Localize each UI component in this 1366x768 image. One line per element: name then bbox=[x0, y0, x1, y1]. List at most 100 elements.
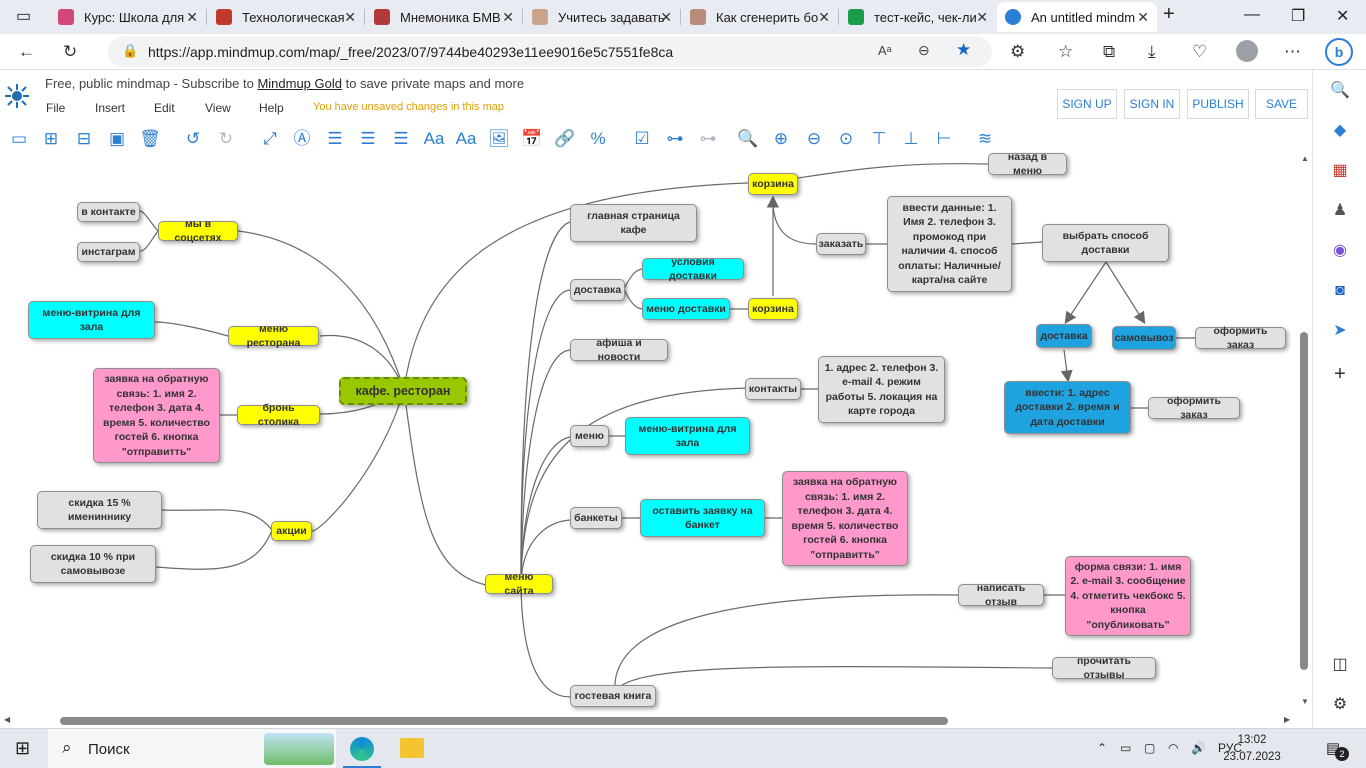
sign-in-button[interactable]: SIGN IN bbox=[1124, 89, 1180, 119]
node-skidka-15[interactable]: скидка 15 % имениннику bbox=[37, 491, 162, 529]
add-sibling-icon[interactable]: ⊟ bbox=[76, 129, 92, 148]
sidebar-search-icon[interactable]: 🔍 bbox=[1330, 82, 1350, 99]
sidebar-office-icon[interactable]: ◉ bbox=[1333, 242, 1347, 259]
scroll-left-icon[interactable]: ◀ bbox=[4, 715, 11, 724]
progress-icon[interactable]: % bbox=[590, 129, 606, 148]
sidebar-tools-icon[interactable]: ▦ bbox=[1332, 162, 1348, 179]
node-afisha[interactable]: афиша и новости bbox=[570, 337, 668, 363]
new-tab-icon[interactable]: + bbox=[1163, 3, 1175, 25]
collapse-icon[interactable]: ≋ bbox=[977, 129, 993, 148]
disabled-tree-icon[interactable]: ⊶ bbox=[699, 129, 717, 148]
close-icon[interactable]: ✕ bbox=[186, 9, 198, 25]
close-icon[interactable]: ✕ bbox=[502, 9, 514, 25]
search-icon[interactable]: 🔍 bbox=[737, 129, 759, 148]
node-vvesti-dannye[interactable]: ввести данные: 1. Имя 2. телефон 3. пром… bbox=[887, 196, 1012, 292]
redo-icon[interactable]: ↻ bbox=[218, 129, 234, 148]
taskbar-search[interactable]: ⌕ Поиск bbox=[48, 729, 336, 768]
horizontal-scrollbar[interactable]: ◀ ▶ bbox=[0, 712, 1298, 728]
minimize-icon[interactable]: — bbox=[1244, 6, 1260, 23]
browser-tab[interactable]: тест-кейс, чек-ли ✕ bbox=[840, 2, 996, 32]
checklist-icon[interactable]: ☑ bbox=[634, 129, 650, 148]
favorites-icon[interactable]: ☆ bbox=[1058, 42, 1074, 61]
menu-file[interactable]: File bbox=[46, 101, 66, 115]
node-menu-restorana[interactable]: меню ресторана bbox=[228, 323, 319, 349]
horizontal-scroll-thumb[interactable] bbox=[60, 717, 948, 725]
node-glavnaya[interactable]: главная страница кафе bbox=[570, 204, 697, 242]
node-menu-vitrina-left[interactable]: меню-витрина для зала bbox=[28, 301, 155, 339]
browser-tab[interactable]: Мнемоника БМВ ✕ bbox=[366, 2, 522, 32]
calendar-icon[interactable]: 📅 bbox=[521, 129, 543, 148]
node-instagram[interactable]: инстаграм bbox=[77, 242, 140, 262]
center-icon[interactable]: ⊙ bbox=[838, 129, 854, 148]
menu-view[interactable]: View bbox=[205, 101, 231, 115]
align-left-icon[interactable]: ☰ bbox=[327, 129, 343, 148]
node-menu-saita[interactable]: меню сайта bbox=[485, 571, 553, 597]
sidebar-games-icon[interactable]: ♟ bbox=[1332, 202, 1348, 219]
node-nazad-v-menu[interactable]: назад в меню bbox=[988, 152, 1067, 177]
align-right-icon[interactable]: ☰ bbox=[393, 129, 409, 148]
menu-insert[interactable]: Insert bbox=[95, 101, 126, 115]
node-menu-vitrina-right[interactable]: меню-витрина для зала bbox=[625, 417, 750, 455]
back-icon[interactable]: ← bbox=[18, 42, 35, 61]
bing-chat-icon[interactable]: b bbox=[1325, 38, 1353, 66]
more-menu-icon[interactable]: ⋯ bbox=[1284, 42, 1301, 61]
add-image-icon[interactable]: ▣ bbox=[108, 129, 126, 148]
connect-icon[interactable]: ⤢ bbox=[263, 129, 277, 148]
url-field[interactable]: 🔒 https://app.mindmup.com/map/_free/2023… bbox=[108, 37, 992, 67]
menu-edit[interactable]: Edit bbox=[154, 101, 175, 115]
clock[interactable]: 13:02 23.07.2023 bbox=[1222, 732, 1282, 766]
node-menu-right[interactable]: меню bbox=[570, 425, 609, 447]
browser-tab[interactable]: Учитесь задавать ✕ bbox=[524, 2, 680, 32]
sidebar-outlook-icon[interactable]: ◙ bbox=[1335, 282, 1345, 299]
mindmup-gold-link[interactable]: Mindmup Gold bbox=[257, 76, 342, 91]
zoom-in-icon[interactable]: ⊕ bbox=[773, 129, 789, 148]
sidebar-telegram-icon[interactable]: ➤ bbox=[1333, 322, 1347, 339]
publish-button[interactable]: PUBLISH bbox=[1187, 89, 1249, 119]
scroll-right-icon[interactable]: ▶ bbox=[1284, 715, 1291, 724]
image-icon[interactable]: 🖼 bbox=[488, 129, 510, 148]
collections-icon[interactable]: ⧉ bbox=[1103, 42, 1116, 61]
root-node[interactable]: кафе. ресторан bbox=[339, 377, 467, 405]
wifi-icon[interactable]: ◠ bbox=[1168, 741, 1179, 755]
layout-right-icon[interactable]: ⊢ bbox=[936, 129, 952, 148]
sidebar-tag-icon[interactable]: ◆ bbox=[1333, 122, 1347, 139]
add-child-icon[interactable]: ⊞ bbox=[43, 129, 59, 148]
node-korzina-mid[interactable]: корзина bbox=[748, 298, 798, 320]
node-my-v-sotssetyakh[interactable]: мы в соцсетях bbox=[158, 218, 238, 244]
scroll-down-icon[interactable]: ▼ bbox=[1301, 697, 1309, 706]
node-dostavka[interactable]: доставка bbox=[570, 279, 625, 301]
refresh-icon[interactable]: ↻ bbox=[63, 42, 78, 61]
close-icon[interactable]: ✕ bbox=[818, 9, 830, 25]
node-prochitat-otzyvy[interactable]: прочитать отзывы bbox=[1052, 655, 1156, 681]
node-oformit-zakaz-2[interactable]: оформить заказ bbox=[1148, 395, 1240, 421]
extensions-icon[interactable]: ⚙ bbox=[1010, 42, 1026, 61]
node-bankety[interactable]: банкеты bbox=[570, 507, 622, 529]
zoom-icon[interactable]: ⊖ bbox=[918, 42, 930, 58]
windows-start-icon[interactable]: ⊞ bbox=[15, 738, 31, 758]
sidebar-settings-icon[interactable]: ⚙ bbox=[1332, 696, 1348, 713]
node-bron-stolika[interactable]: бронь столика bbox=[237, 402, 320, 428]
link-icon[interactable]: 🔗 bbox=[554, 129, 576, 148]
close-icon[interactable]: ✕ bbox=[344, 9, 356, 25]
node-forma-svyazi[interactable]: форма связи: 1. имя 2. e-mail 3. сообщен… bbox=[1065, 556, 1191, 636]
node-zayavka-left[interactable]: заявка на обратную связь: 1. имя 2. теле… bbox=[93, 368, 220, 463]
text-style-icon[interactable]: Ⓐ bbox=[293, 129, 311, 148]
scroll-up-icon[interactable]: ▲ bbox=[1301, 154, 1309, 163]
org-chart-icon[interactable]: ⊥ bbox=[903, 129, 919, 148]
meet-icon[interactable]: ▢ bbox=[1144, 741, 1156, 755]
browser-tab[interactable]: Курс: Школа для ✕ bbox=[50, 2, 206, 32]
node-ostavit-zayavku[interactable]: оставить заявку на банкет bbox=[640, 499, 765, 537]
language-indicator[interactable]: РУС bbox=[1218, 741, 1243, 755]
profile-avatar[interactable] bbox=[1236, 40, 1258, 62]
tab-actions-icon[interactable]: ▭ bbox=[16, 8, 32, 25]
browser-tab[interactable]: Технологическая ✕ bbox=[208, 2, 364, 32]
zoom-out-icon[interactable]: ⊖ bbox=[806, 129, 822, 148]
node-vybrat-sposob[interactable]: выбрать способ доставки bbox=[1042, 224, 1169, 262]
node-skidka-10[interactable]: скидка 10 % при самовывозе bbox=[30, 545, 156, 583]
tray-overflow-icon[interactable]: ⌃ bbox=[1097, 741, 1108, 755]
restore-icon[interactable]: ❐ bbox=[1291, 8, 1306, 25]
sidebar-panel-icon[interactable]: ◫ bbox=[1332, 656, 1348, 673]
close-icon[interactable]: ✕ bbox=[1137, 9, 1149, 25]
node-menu-dostavki[interactable]: меню доставки bbox=[642, 298, 730, 320]
menu-help[interactable]: Help bbox=[259, 101, 284, 115]
